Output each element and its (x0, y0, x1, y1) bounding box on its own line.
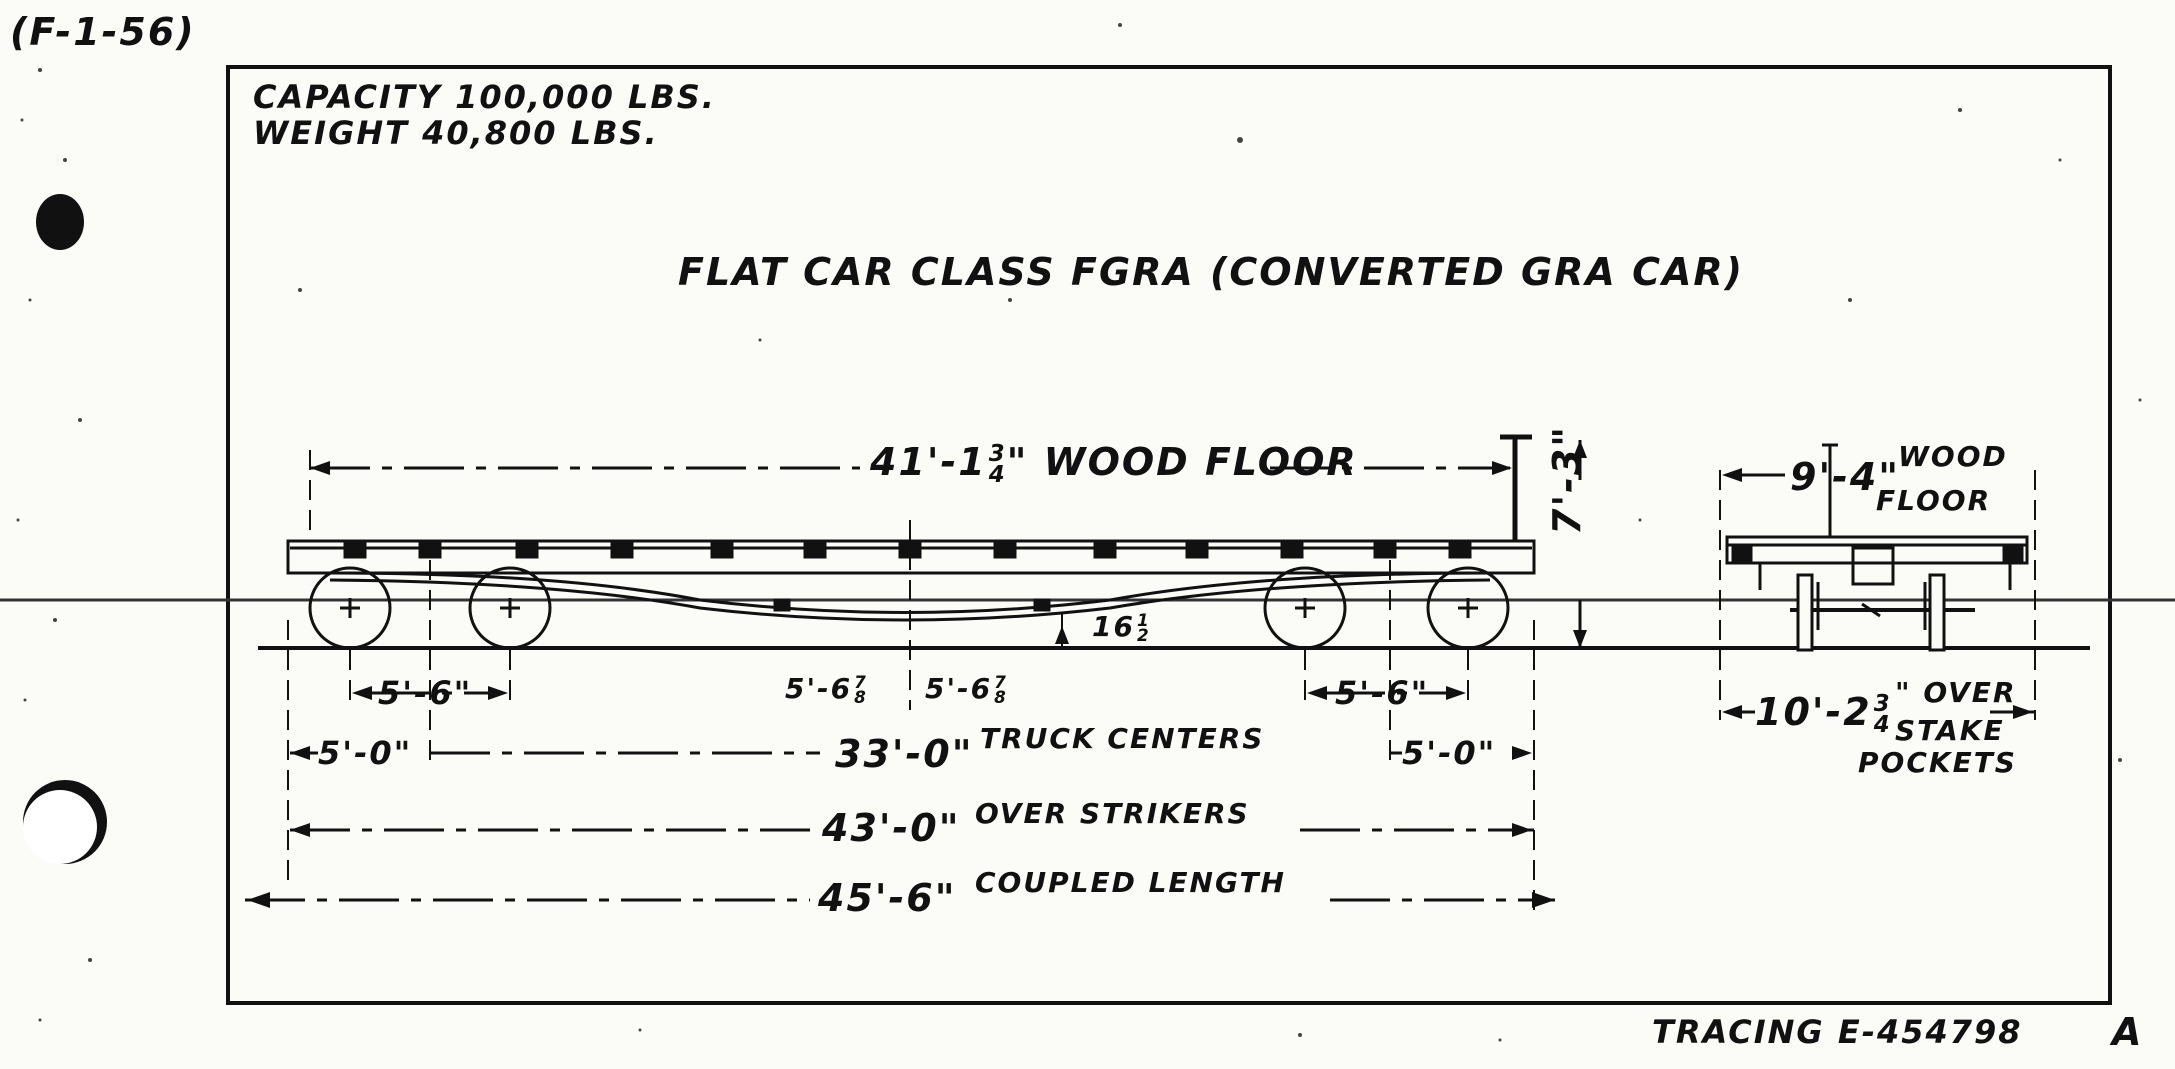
end-floor-label-2: FLOOR (1876, 484, 1992, 517)
wood-floor-fraction-num: 3 (988, 440, 1007, 467)
sag-den: 2 (1136, 625, 1151, 645)
revision-letter: A (2112, 1010, 2144, 1054)
dimension-lines (245, 440, 2035, 902)
punch-hole-bottom (23, 790, 97, 864)
sag-num: 1 (1136, 609, 1151, 630)
punch-hole-top (36, 194, 84, 250)
center-dim-left-den: 8 (854, 687, 868, 707)
extension-lines (287, 450, 2036, 915)
sheet-id: (F-1-56) (10, 10, 196, 54)
center-dim-left-num: 7 (854, 671, 868, 692)
stake-den: 4 (1873, 711, 1892, 738)
axle-spacing-right: 5'-6" (1335, 674, 1430, 712)
end-dim-left: 5'-0" (318, 734, 413, 772)
truck-centers-value: 33'-0" (835, 732, 974, 776)
car-end-view (1725, 443, 2029, 652)
stake-value: 10'-2 (1755, 690, 1872, 734)
center-dim-right-num: 7 (994, 671, 1008, 692)
center-dim-right-den: 8 (994, 687, 1008, 707)
drawing-title: FLAT CAR CLASS FGRA (CONVERTED GRA CAR) (678, 250, 1744, 294)
coupled-length-label: COUPLED LENGTH (975, 866, 1286, 899)
capacity-label: CAPACITY 100,000 LBS. (253, 78, 716, 116)
center-dim-left-value: 5'-6 (785, 672, 853, 705)
coupled-length-value: 45'-6" (818, 876, 957, 920)
border-frame (226, 65, 2112, 1005)
end-floor-dimension: 9'-4" (1790, 455, 1901, 499)
weight-label: WEIGHT 40,800 LBS. (253, 114, 659, 152)
height-dimension: 7'-3" (1545, 424, 1589, 535)
stake-num: 3 (1873, 690, 1892, 717)
stake-label-1: " OVER (1895, 676, 2017, 709)
stake-label-2: STAKE (1895, 714, 2005, 747)
sag-value: 16 (1092, 610, 1135, 643)
over-strikers-label: OVER STRIKERS (975, 797, 1250, 830)
wood-floor-value: 41'-1 (870, 440, 987, 484)
stake-label-3: POCKETS (1858, 746, 2017, 779)
axle-spacing-left: 5'-6" (378, 674, 473, 712)
wood-floor-label: WOOD FLOOR (1043, 440, 1358, 484)
dimension-arrows (247, 440, 2033, 908)
truck-centers-label: TRUCK CENTERS (980, 722, 1265, 755)
over-strikers-value: 43'-0" (822, 806, 961, 850)
wood-floor-unit: " (1006, 440, 1029, 484)
center-dim-right-value: 5'-6 (925, 672, 993, 705)
end-dim-right: 5'-0" (1402, 734, 1497, 772)
wood-floor-fraction-den: 4 (988, 461, 1007, 488)
scan-noise (16, 23, 2142, 1042)
end-floor-label-1: WOOD (1898, 440, 2008, 473)
tracing-number: TRACING E-454798 (1652, 1013, 2023, 1051)
